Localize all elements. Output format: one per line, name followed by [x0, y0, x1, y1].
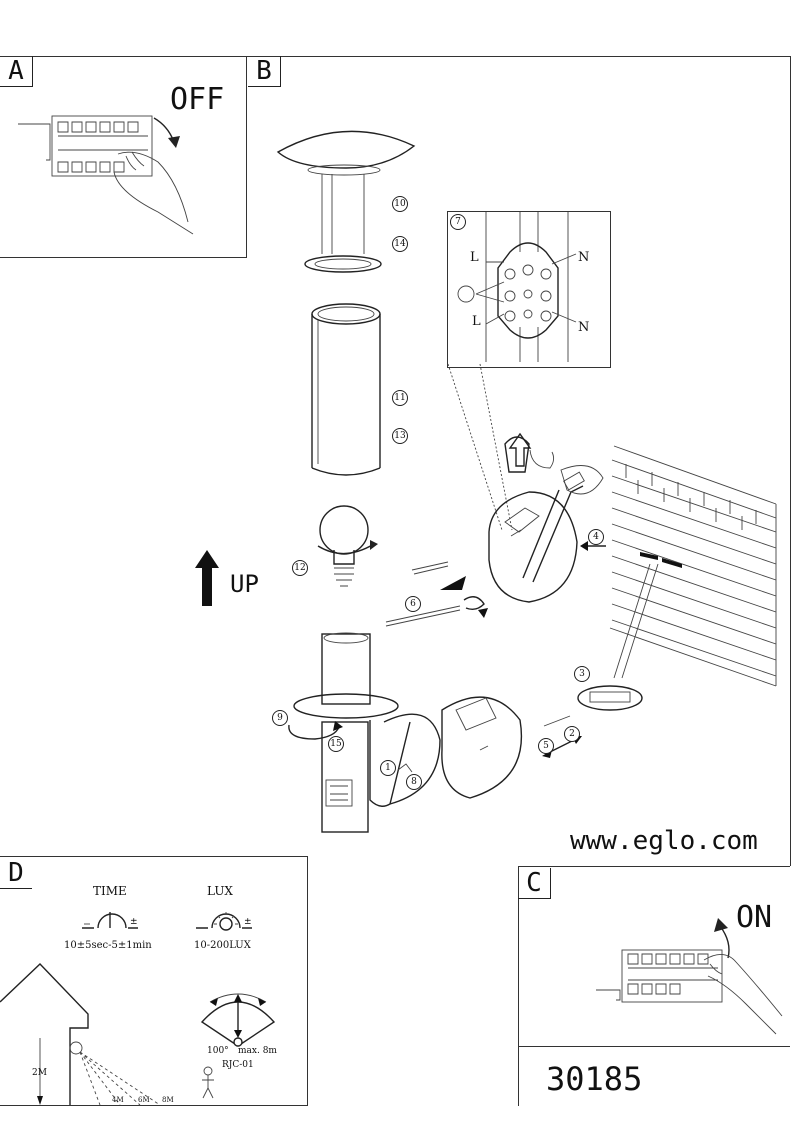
step-badge-5: 5 — [538, 738, 554, 754]
panel-c-bottom — [518, 1046, 790, 1047]
on-arrow-icon — [714, 918, 730, 959]
time-dial-icon: ± — [82, 912, 138, 929]
spirit-level-icon — [577, 685, 643, 711]
person-icon — [202, 1066, 214, 1099]
panel-c-left — [518, 866, 519, 1106]
step-badge-8: 8 — [406, 774, 422, 790]
up-label: UP — [230, 570, 259, 598]
panel-a-bottom — [0, 257, 246, 258]
off-arrow-icon — [153, 117, 180, 148]
right-border — [790, 56, 791, 866]
panel-d-right — [307, 856, 308, 1106]
panel-c-action: ON — [736, 900, 773, 935]
lamp-tube-icon — [311, 303, 381, 476]
wiring-step-badge: 7 — [450, 214, 466, 230]
step-badge-13: 13 — [392, 428, 408, 444]
wall-arrow-icon — [580, 541, 606, 551]
distance-8m: 8M — [162, 1096, 174, 1104]
rotate-arrow-icon — [288, 721, 343, 740]
lamp-cap-icon — [276, 130, 416, 254]
panel-b-label: B — [248, 56, 281, 87]
svg-text:±: ± — [130, 917, 138, 927]
mount-height: 2M — [32, 1068, 47, 1078]
terminal-block-icon — [457, 212, 577, 362]
screw-and-arrow-icon — [411, 561, 466, 590]
lux-dial-icon: ± — [196, 912, 252, 931]
wire-l-bottom: L — [472, 314, 481, 329]
breaker-switch-on-icon — [596, 949, 783, 1035]
distance-4m: 4M — [112, 1096, 124, 1104]
step-badge-6: 6 — [405, 596, 421, 612]
step-badge-10: 10 — [392, 196, 408, 212]
step-badge-9: 9 — [272, 710, 288, 726]
detection-angle-icon — [200, 993, 276, 1047]
distance-6m: 6M — [138, 1096, 150, 1104]
panel-c-label: C — [518, 868, 551, 899]
panel-d-label: D — [0, 858, 32, 889]
lux-title: LUX — [207, 884, 233, 898]
light-bulb-icon — [317, 505, 378, 587]
base-assembly-icon — [293, 632, 571, 833]
step-badge-14: 14 — [392, 236, 408, 252]
wire-l-top: L — [470, 250, 479, 265]
up-arrow-icon — [195, 550, 219, 606]
product-code: 30185 — [546, 1060, 643, 1098]
step-badge-1: 1 — [380, 760, 396, 776]
sensor-model: RJC-01 — [222, 1060, 254, 1070]
step-badge-3: 3 — [574, 666, 590, 682]
panel-c-top — [518, 866, 790, 867]
detection-angle: 100° — [207, 1046, 229, 1056]
step-badge-2: 2 — [564, 726, 580, 742]
panel-a-action: OFF — [170, 82, 225, 117]
step-badge-4: 4 — [588, 529, 604, 545]
step-badge-15: 15 — [328, 736, 344, 752]
panel-d-bottom — [0, 1105, 308, 1106]
top-border — [0, 56, 791, 57]
time-title: TIME — [93, 884, 127, 898]
house-sensor-icon — [0, 963, 161, 1106]
mounting-plate-icon — [488, 436, 604, 603]
wire-n-bottom: N — [578, 320, 590, 335]
gasket-ring-icon — [304, 255, 382, 273]
panel-d-top — [0, 856, 308, 857]
lux-value: 10-200LUX — [194, 940, 251, 951]
svg-text:±: ± — [244, 917, 252, 927]
panel-a-label: A — [0, 56, 33, 87]
breaker-switch-icon — [18, 115, 194, 235]
website-url: www.eglo.com — [570, 826, 758, 856]
panel-a-divider — [246, 56, 247, 258]
brick-wall-icon — [609, 445, 777, 687]
detection-range: max. 8m — [238, 1046, 277, 1056]
wire-n-top: N — [578, 250, 590, 265]
wiring-inset: 7 L L N N — [447, 211, 611, 368]
long-screw-icon — [385, 596, 488, 627]
step-badge-11: 11 — [392, 390, 408, 406]
step-badge-12: 12 — [292, 560, 308, 576]
up-badge-icon — [508, 432, 555, 469]
time-value: 10±5sec-5±1min — [64, 940, 152, 951]
